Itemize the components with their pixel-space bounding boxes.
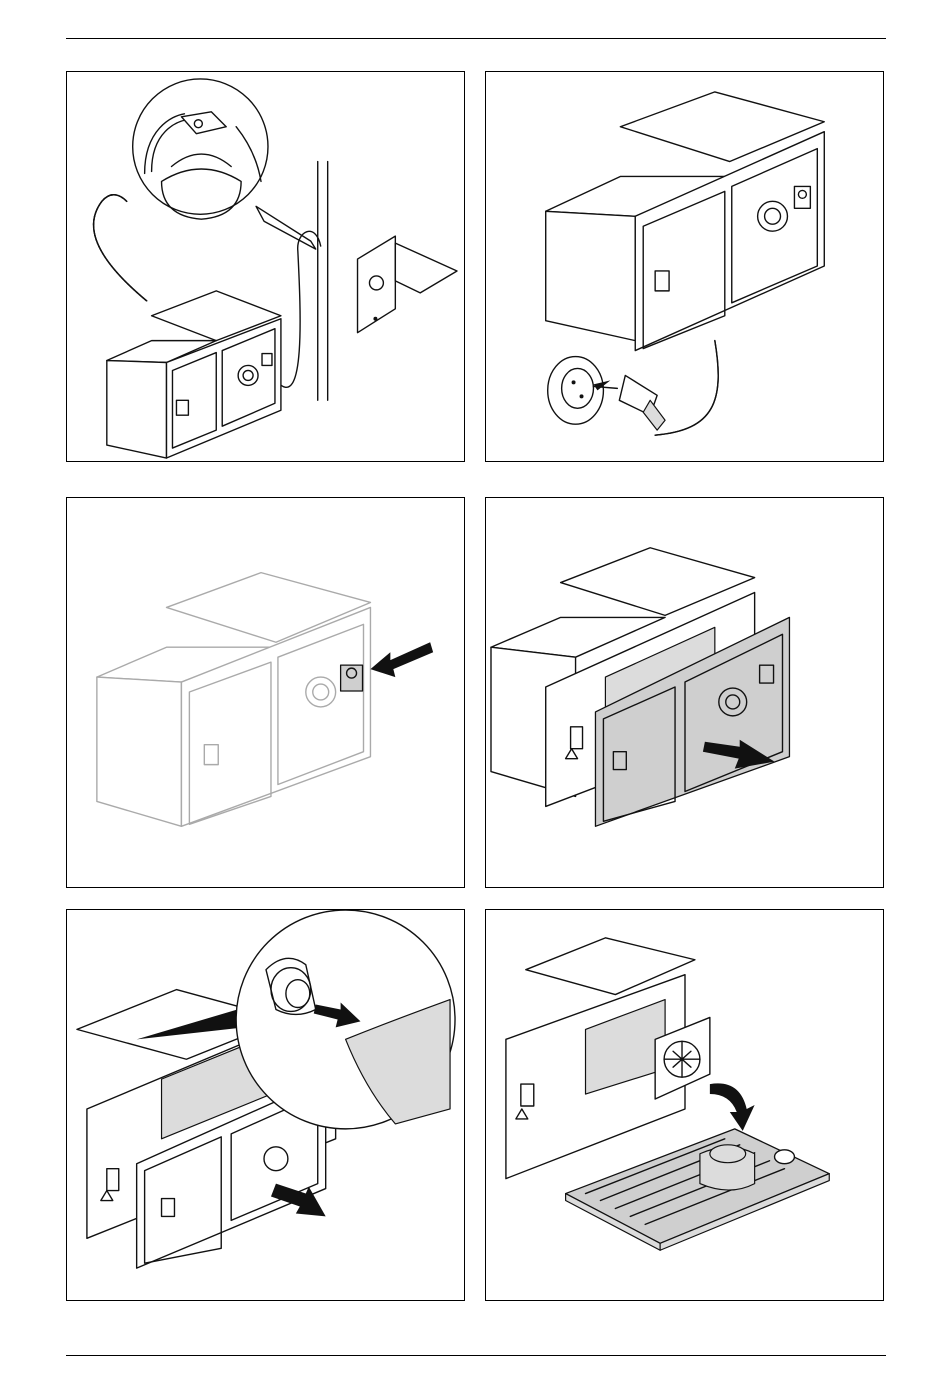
remove-filter-holder-illustration: [486, 910, 883, 1300]
appliance-unit: [97, 573, 371, 827]
plug-in-illustration: [486, 72, 883, 461]
header-rule: [66, 38, 886, 39]
power-plug-icon: [619, 375, 665, 430]
illustration-panel-4: [485, 497, 884, 888]
footer-rule: [66, 1355, 886, 1356]
illustration-panel-3: [66, 497, 465, 888]
magnified-inset: [236, 910, 455, 1129]
corrugated-hose: [94, 195, 147, 301]
release-button: [341, 665, 363, 691]
appliance-unit: [107, 291, 281, 458]
illustration-panel-2: [485, 71, 884, 462]
hose-installation-illustration: [67, 72, 464, 461]
illustration-panel-6: [485, 909, 884, 1301]
detach-filter-illustration: [67, 910, 464, 1300]
arrow-icon: [370, 642, 433, 677]
illustration-panel-1: [66, 71, 465, 462]
power-cable: [276, 231, 321, 387]
wall-bracket: [358, 236, 457, 333]
arrow-icon: [710, 1083, 755, 1130]
illustration-panel-5: [66, 909, 465, 1301]
release-button-illustration: [67, 498, 464, 887]
appliance-unit: [546, 92, 825, 351]
wall-socket-icon: [548, 357, 604, 425]
filter-holder-tray: [566, 1129, 830, 1250]
magnified-inset: [133, 79, 316, 249]
remove-cover-illustration: [486, 498, 883, 887]
